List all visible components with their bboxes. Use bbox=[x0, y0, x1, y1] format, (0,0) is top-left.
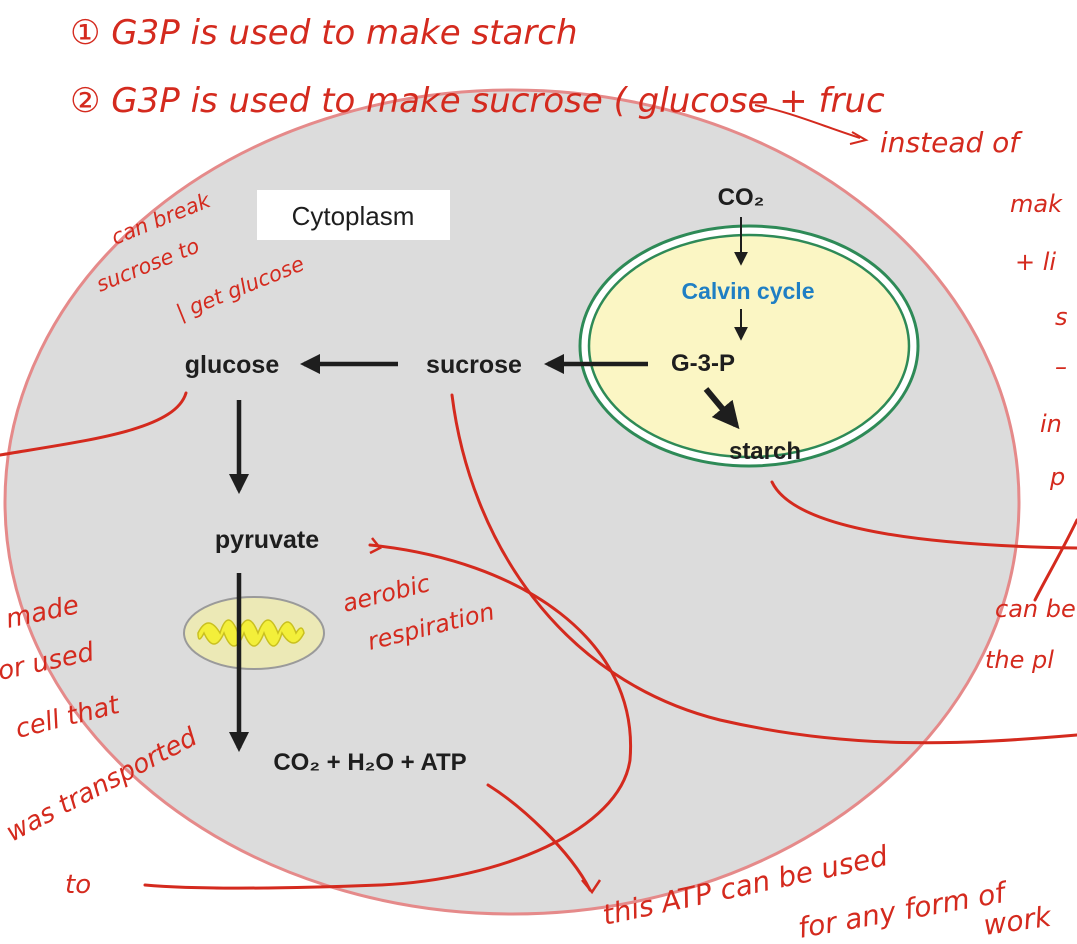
note-instead: instead of bbox=[880, 126, 1023, 159]
note-right-frag-1: mak bbox=[1010, 190, 1063, 218]
note-right-frag-4: – bbox=[1055, 353, 1067, 381]
sucrose-label: sucrose bbox=[426, 351, 522, 379]
cytoplasm-label: Cytoplasm bbox=[292, 201, 415, 231]
note-left-5: to bbox=[65, 870, 91, 900]
chloroplast-inner-membrane bbox=[587, 233, 911, 459]
mitochondrion bbox=[183, 596, 325, 670]
co2-input-label: CO₂ bbox=[718, 184, 765, 211]
note-line-2: ② G3P is used to make sucrose ( glucose … bbox=[70, 81, 885, 121]
pointer-sucrose-to-instead bbox=[754, 104, 861, 139]
note-right-frag-3: s bbox=[1055, 303, 1068, 331]
calvin-cycle-label: Calvin cycle bbox=[682, 278, 815, 304]
note-right-frag-5: in bbox=[1040, 410, 1062, 438]
cytoplasm-label-box bbox=[257, 190, 450, 240]
annotation-strokes bbox=[0, 391, 1077, 892]
note-right-frag-6: p bbox=[1049, 463, 1065, 491]
note-right-bottom-2: the pl bbox=[985, 646, 1054, 674]
starch-label: starch bbox=[729, 438, 801, 465]
annotation-arrowheads bbox=[369, 537, 602, 895]
glucose-label: glucose bbox=[185, 351, 280, 379]
arrow-g3p-to-starch bbox=[703, 387, 740, 430]
note-line-1: ① G3P is used to make starch bbox=[70, 13, 578, 53]
products-label: CO₂ + H₂O + ATP bbox=[273, 749, 466, 776]
note-atp-2: for any form of bbox=[795, 875, 1011, 944]
note-right-frag-2: + li bbox=[1015, 248, 1056, 276]
g3p-label: G-3-P bbox=[671, 350, 735, 377]
pyruvate-label: pyruvate bbox=[215, 526, 319, 554]
